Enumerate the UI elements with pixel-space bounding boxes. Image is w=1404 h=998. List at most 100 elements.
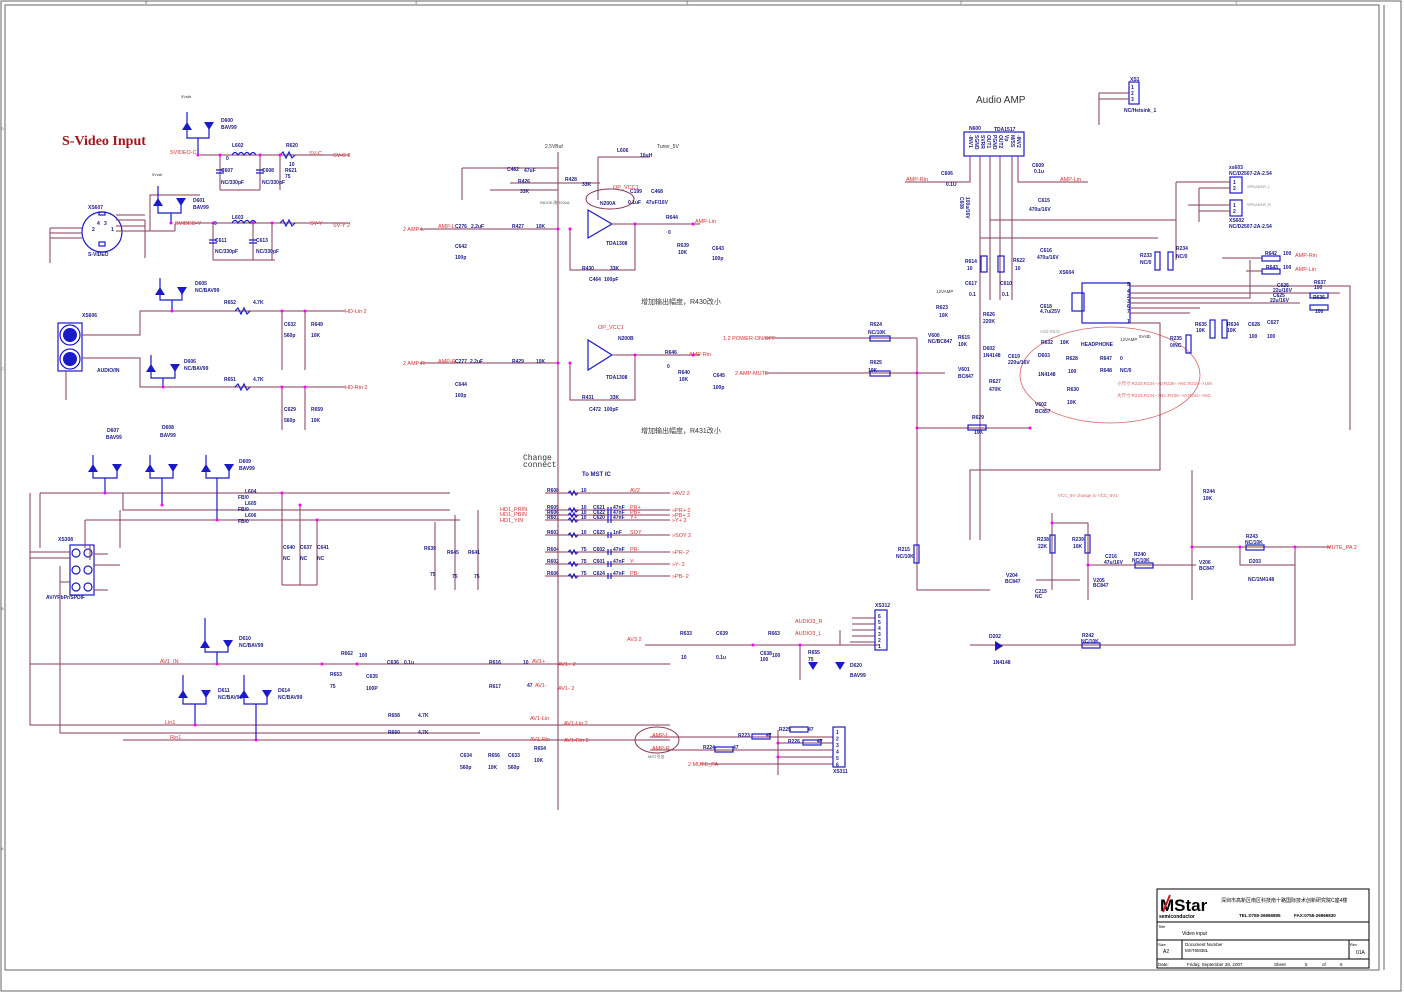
resistor-ref: R603 bbox=[547, 530, 559, 536]
xs312-pin: 6 bbox=[878, 614, 881, 620]
diode-d606: D606 NC/BAV99 bbox=[146, 355, 209, 387]
svg-text:C642: C642 bbox=[455, 244, 467, 250]
svg-text:NC: NC bbox=[300, 556, 308, 562]
svg-text:R648: R648 bbox=[1100, 368, 1112, 374]
svg-text:10K: 10K bbox=[1196, 328, 1206, 334]
svg-text:C609: C609 bbox=[1032, 163, 1044, 169]
resistor-value: 75 bbox=[581, 559, 587, 565]
ic-pin-label: SGND bbox=[973, 135, 979, 150]
svg-text:NC/330pF: NC/330pF bbox=[215, 249, 238, 255]
svg-text:R644: R644 bbox=[666, 215, 678, 221]
svg-text:R642: R642 bbox=[1265, 251, 1277, 257]
xs312-pin: 3 bbox=[878, 632, 881, 638]
svg-text:R240: R240 bbox=[1134, 552, 1146, 558]
port-y: »Y+ 2 bbox=[672, 518, 687, 524]
diode-d607: D607 BAV99 bbox=[88, 428, 122, 493]
svg-text:D620: D620 bbox=[850, 663, 862, 669]
svg-text:TDA1517: TDA1517 bbox=[994, 127, 1016, 133]
svg-text:C638: C638 bbox=[760, 651, 772, 657]
svg-text:BC847: BC847 bbox=[958, 374, 974, 380]
svg-text:AUDIO/IN: AUDIO/IN bbox=[97, 368, 120, 374]
svg-text:R430: R430 bbox=[582, 266, 594, 272]
port-av2: »AV2 2 bbox=[672, 491, 690, 497]
svg-text:C629: C629 bbox=[284, 407, 296, 413]
svg-text:R636: R636 bbox=[1313, 295, 1325, 301]
svg-text:560p: 560p bbox=[284, 333, 295, 339]
svg-text:R656: R656 bbox=[488, 753, 500, 759]
svg-text:100p: 100p bbox=[712, 256, 723, 262]
svg-text:C276: C276 bbox=[455, 224, 467, 230]
xs312-pin: 4 bbox=[878, 626, 881, 632]
jack-pin: 5 bbox=[1127, 282, 1130, 288]
svg-text:R639: R639 bbox=[424, 546, 436, 552]
svg-text:10: 10 bbox=[967, 266, 973, 272]
jack-pin: 4 bbox=[1127, 289, 1130, 295]
svg-text:XS604: XS604 bbox=[1059, 270, 1074, 276]
svg-text:10K: 10K bbox=[678, 250, 688, 256]
svg-text:R632: R632 bbox=[1041, 340, 1053, 346]
svg-text:NC: NC bbox=[283, 556, 291, 562]
svg-text:6: 6 bbox=[1340, 962, 1343, 967]
svg-text:47: 47 bbox=[766, 733, 772, 739]
svg-text:R243: R243 bbox=[1246, 534, 1258, 540]
svg-text:C643: C643 bbox=[712, 246, 724, 252]
svg-text:OP_VCC1: OP_VCC1 bbox=[613, 185, 639, 191]
resistor-ref: R608 bbox=[547, 488, 559, 494]
svg-text:NC/10K: NC/10K bbox=[1245, 540, 1263, 546]
svg-text:FB/0: FB/0 bbox=[238, 495, 249, 501]
svg-text:2: 2 bbox=[1233, 186, 1236, 192]
svg-text:XS602: XS602 bbox=[1229, 218, 1244, 224]
svg-text:L604: L604 bbox=[245, 489, 257, 495]
net-label: PB+ bbox=[630, 510, 641, 516]
capacitor-ref: C623 bbox=[593, 530, 605, 536]
svg-text:4.7K: 4.7K bbox=[418, 730, 429, 736]
svg-text:4: 4 bbox=[97, 221, 100, 227]
svg-text:1: 1 bbox=[111, 227, 114, 233]
svg-text:10K: 10K bbox=[1203, 496, 1213, 502]
svg-text:TDA1308: TDA1308 bbox=[606, 241, 628, 247]
svg-text:1N4148: 1N4148 bbox=[983, 353, 1001, 359]
svg-text:R652: R652 bbox=[224, 300, 236, 306]
svg-text:BC847: BC847 bbox=[1199, 566, 1215, 572]
resistor-value: 10 bbox=[581, 530, 587, 536]
svg-text:D614: D614 bbox=[278, 688, 290, 694]
resistor-value: 10 bbox=[581, 510, 587, 516]
svg-text:2: 2 bbox=[1233, 209, 1236, 215]
svg-text:5Vstb: 5Vstb bbox=[181, 94, 192, 99]
frame-mark: 1 bbox=[1235, 0, 1238, 5]
svg-text:47u/16V: 47u/16V bbox=[1104, 560, 1124, 566]
svideo-connector-name: S-VIDEO bbox=[88, 252, 109, 258]
svg-text:C468: C468 bbox=[651, 189, 663, 195]
svg-text:220K: 220K bbox=[983, 319, 995, 325]
svg-text:D600: D600 bbox=[221, 118, 233, 124]
svg-text:AMP-L: AMP-L bbox=[652, 733, 669, 739]
svg-text:SV-C: SV-C bbox=[309, 151, 322, 157]
svg-text:C644: C644 bbox=[455, 382, 467, 388]
svg-text:AMP-Lin: AMP-Lin bbox=[1060, 177, 1081, 183]
note-vcc: VCC_5V change to VCC_5V1 bbox=[1058, 493, 1118, 498]
diode-d611: D611 NC/BAV99 bbox=[178, 675, 243, 725]
svg-text:NC/Hetsink_1: NC/Hetsink_1 bbox=[1124, 108, 1156, 114]
net-label: Y+ bbox=[630, 515, 637, 521]
svg-text:R625: R625 bbox=[870, 360, 882, 366]
svg-text:C645: C645 bbox=[713, 373, 725, 379]
svg-text:75: 75 bbox=[808, 657, 814, 663]
svg-text:10: 10 bbox=[289, 162, 295, 168]
svg-text:47: 47 bbox=[808, 727, 814, 733]
svg-text:R427: R427 bbox=[512, 224, 524, 230]
diode-d605: D605 NC/BAV99 bbox=[155, 278, 220, 311]
svg-text:2.2uF: 2.2uF bbox=[471, 224, 484, 230]
svg-text:2: 2 bbox=[1131, 91, 1134, 97]
capacitor-value: 47nF bbox=[613, 510, 625, 516]
net-label: Y- bbox=[630, 559, 635, 565]
svg-text:R637: R637 bbox=[1314, 280, 1326, 286]
port-audio3-l: AUDIO3_L bbox=[795, 631, 822, 637]
ic-pin-label: M/SS bbox=[1009, 135, 1015, 148]
svg-text:BC847: BC847 bbox=[1005, 579, 1021, 585]
svg-text:3: 3 bbox=[104, 221, 107, 227]
port-hd-lin: HD-Lin 2 bbox=[345, 309, 367, 315]
svg-text:75: 75 bbox=[452, 574, 458, 580]
svg-text:R627: R627 bbox=[989, 379, 1001, 385]
